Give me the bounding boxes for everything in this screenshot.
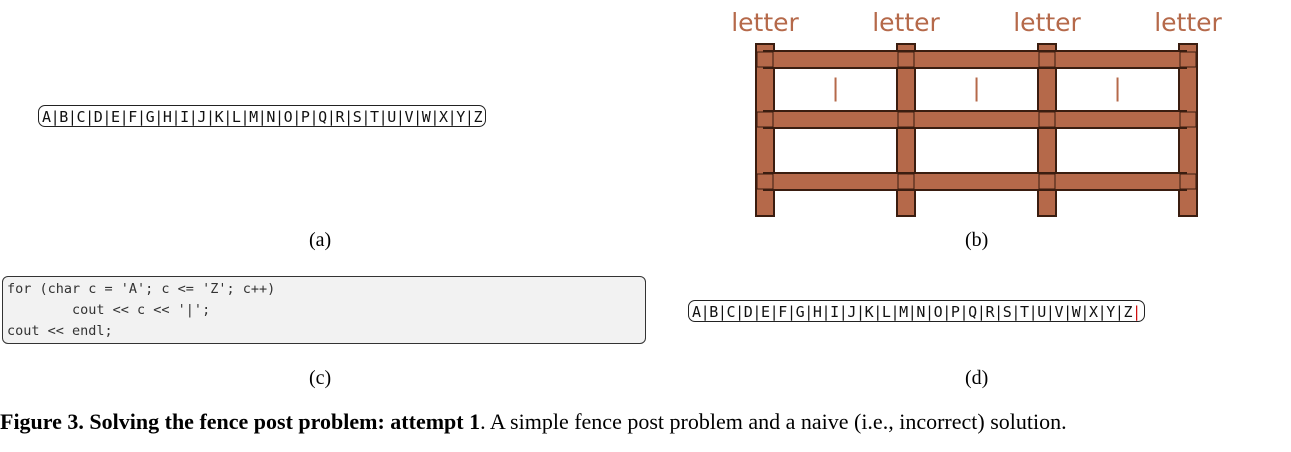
bar-symbol: | — [1113, 74, 1121, 102]
post-label: letter — [1013, 8, 1081, 37]
fence-joint — [1038, 173, 1056, 190]
fence-joint — [897, 51, 915, 68]
fence-joint — [756, 173, 774, 190]
fence-diagram: letter letter letter letter | | | — [731, 8, 1223, 217]
alphabet-text-d: A|B|C|D|E|F|G|H|I|J|K|L|M|N|O|P|Q|R|S|T|… — [692, 303, 1133, 321]
fence-joint — [1038, 51, 1056, 68]
alphabet-output-d: A|B|C|D|E|F|G|H|I|J|K|L|M|N|O|P|Q|R|S|T|… — [688, 300, 1145, 322]
code-listing: for (char c = 'A'; c <= 'Z'; c++) cout <… — [2, 276, 646, 344]
alphabet-text-a: A|B|C|D|E|F|G|H|I|J|K|L|M|N|O|P|Q|R|S|T|… — [42, 108, 483, 126]
fence-joint — [1179, 51, 1197, 68]
alphabet-output-a: A|B|C|D|E|F|G|H|I|J|K|L|M|N|O|P|Q|R|S|T|… — [38, 105, 487, 127]
caption-rest: . A simple fence post problem and a naiv… — [480, 409, 1067, 434]
fence-joint — [897, 111, 915, 128]
fence-joint — [756, 51, 774, 68]
post-label: letter — [1154, 8, 1222, 37]
subfigure-label-b: (b) — [965, 229, 989, 251]
code-line-2: cout << c << '|'; — [7, 302, 211, 318]
figure-caption: Figure 3. Solving the fence post problem… — [0, 409, 1067, 435]
fence-rail — [763, 50, 1187, 69]
caption-bold: Figure 3. Solving the fence post problem… — [0, 409, 481, 434]
fence-joint — [1179, 111, 1197, 128]
fence-rail — [763, 110, 1187, 129]
subfigure-label-c: (c) — [309, 367, 332, 389]
fence-joint — [897, 173, 915, 190]
fence-rail — [763, 172, 1187, 191]
code-line-1: for (char c = 'A'; c <= 'Z'; c++) — [7, 281, 276, 297]
subfigure-label-a: (a) — [309, 229, 332, 251]
post-label: letter — [731, 8, 799, 37]
post-label: letter — [872, 8, 940, 37]
subfigure-label-d: (d) — [965, 367, 989, 389]
trailing-pipe: | — [1132, 303, 1141, 321]
fence-joint — [756, 111, 774, 128]
bar-symbol: | — [972, 74, 980, 102]
bar-symbol: | — [831, 74, 839, 102]
fence-joint — [1179, 173, 1197, 190]
fence-joint — [1038, 111, 1056, 128]
code-line-3: cout << endl; — [7, 323, 113, 339]
